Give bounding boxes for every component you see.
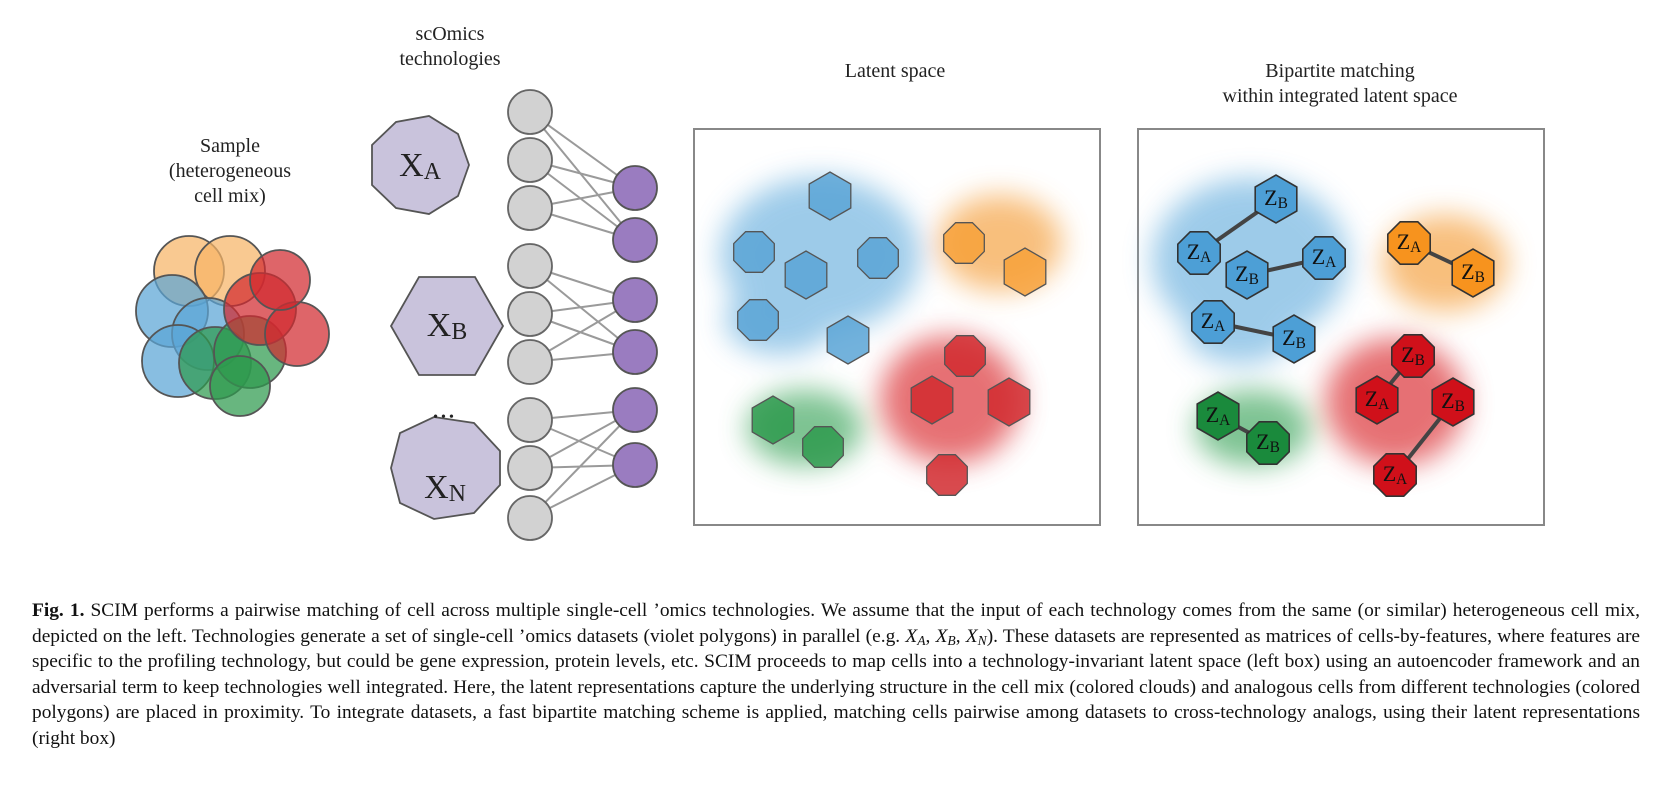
z-label: ZA [1396, 229, 1422, 256]
latent-cell [987, 377, 1031, 427]
matched-cell [1272, 314, 1316, 364]
matched-cell [1225, 250, 1269, 300]
z-label: ZA [1364, 386, 1390, 413]
input-node [507, 397, 553, 443]
input-nodes [507, 89, 553, 541]
caption-text-1: SCIM performs a pairwise matching of cel… [32, 600, 1640, 647]
output-node [612, 217, 658, 263]
dataset-xn-label: XN [424, 469, 466, 507]
ellipsis-dots: ••• [433, 410, 457, 425]
dataset-xb-label: XB [426, 307, 468, 345]
input-node [507, 339, 553, 385]
z-label: ZB [1401, 342, 1425, 369]
scomics-label: scOmics technologies [399, 23, 501, 70]
caption-text-2: ). These datasets are represented as mat… [32, 625, 1641, 749]
input-node [507, 495, 553, 541]
output-node [612, 387, 658, 433]
latent-cell [751, 395, 795, 445]
latent-cell [802, 426, 844, 468]
latent-space-title: Latent space [844, 60, 946, 82]
output-nodes [612, 165, 658, 488]
caption-xb: XB [935, 625, 956, 648]
z-label: ZB [1256, 429, 1280, 456]
z-label: ZB [1461, 259, 1485, 286]
latent-cell [926, 454, 968, 496]
latent-cell [737, 299, 779, 341]
latent-cell [733, 231, 775, 273]
latent-cells [733, 171, 1047, 496]
input-node [507, 243, 553, 289]
caption-xn: XN [965, 625, 987, 648]
z-label: ZA [1311, 244, 1337, 271]
matched-cell [1391, 333, 1435, 379]
matched-cell [1302, 236, 1346, 281]
latent-cell [944, 335, 986, 377]
matched-cell [1373, 452, 1417, 498]
dataset-xb-polygon [389, 276, 505, 376]
sample-label: Sample (heterogeneous cell mix) [168, 135, 292, 207]
caption-xa: XA [905, 625, 926, 648]
output-node [612, 277, 658, 323]
figure-panel: Sample (heterogeneous cell mix) scOmics … [135, 23, 1545, 541]
input-node [507, 445, 553, 491]
latent-cell [1003, 247, 1047, 297]
z-label: ZB [1235, 261, 1259, 288]
latent-cell [784, 250, 828, 300]
figure-caption: Fig. 1. SCIM performs a pairwise matchin… [32, 600, 1641, 749]
matched-cell [1451, 248, 1495, 298]
figure-number: Fig. 1. [32, 600, 85, 621]
output-node [612, 165, 658, 211]
matched-cells [1177, 174, 1495, 498]
matched-cell [1387, 221, 1431, 266]
matched-cell [1254, 174, 1298, 224]
z-label: ZB [1441, 388, 1465, 415]
latent-cell [826, 315, 870, 365]
matched-cell [1177, 231, 1221, 276]
z-label: ZA [1200, 308, 1226, 335]
input-node [507, 89, 553, 135]
matched-cell [1431, 377, 1475, 427]
dataset-xn-polygon [390, 416, 501, 520]
bipartite-title: Bipartite matching within integrated lat… [1222, 60, 1458, 107]
latent-cell [943, 222, 985, 264]
z-label: ZB [1264, 185, 1288, 212]
dataset-xa-label: XA [399, 147, 441, 185]
latent-cell [808, 171, 852, 221]
matched-cell [1196, 391, 1240, 441]
z-label: ZA [1382, 461, 1408, 488]
input-node [507, 137, 553, 183]
matched-cell [1246, 420, 1290, 466]
matched-cell [1355, 375, 1399, 425]
latent-cell [910, 375, 954, 425]
input-node [507, 185, 553, 231]
latent-cell [857, 237, 899, 279]
input-node [507, 291, 553, 337]
output-node [612, 442, 658, 488]
z-label: ZA [1205, 402, 1231, 429]
cell-mix-icon [135, 235, 330, 417]
z-label: ZA [1186, 239, 1212, 266]
z-label: ZB [1282, 325, 1306, 352]
output-node [612, 329, 658, 375]
figure-graphic [135, 89, 1545, 541]
dataset-xa-polygon [371, 115, 470, 215]
matched-cell [1191, 299, 1235, 345]
